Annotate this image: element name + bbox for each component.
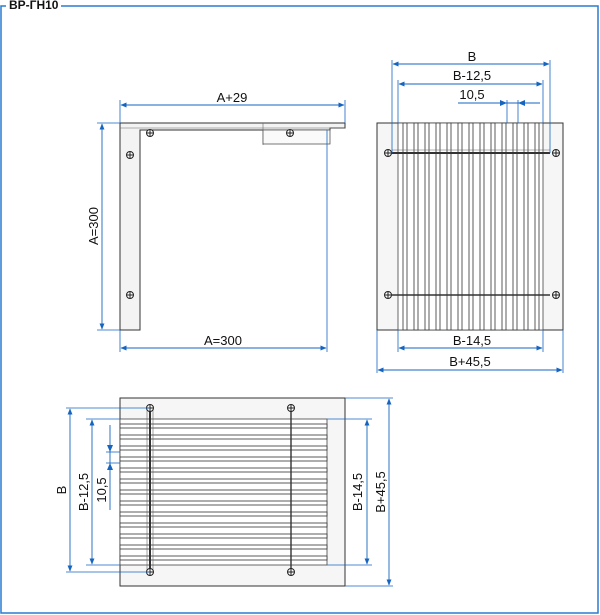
plan-blade [119,544,328,550]
front-blade [468,122,474,331]
plan-blade [119,478,328,484]
plan-blade [119,467,328,473]
front-blade [523,122,529,331]
sheet-border [0,5,599,614]
plan-dim-label-b-plus-45-5: B+45,5 [373,471,388,513]
front-blade [457,122,463,331]
dim-label-a-left: A=300 [86,207,101,245]
screw-icon [287,404,295,412]
screw-icon [384,149,392,157]
side-profile-outline [119,122,346,331]
plan-blade [119,456,328,462]
front-blade [402,122,408,331]
screw-icon [126,151,134,159]
plan-blade [119,434,328,440]
screw-icon [552,149,560,157]
front-blade [424,122,430,331]
screw-icon [287,568,295,576]
plan-blade [119,522,328,528]
plan-view: B B-12,5 10,5 B-14,5 B+45,5 [54,397,393,587]
dim-label-b-minus-12-5: B-12,5 [453,68,491,83]
front-blade [479,122,485,331]
plan-blade [119,511,328,517]
front-blade [435,122,441,331]
dim-label-a-bottom: A=300 [204,333,242,348]
screw-icon [146,129,154,137]
plan-blade [119,533,328,539]
side-flange [262,129,331,145]
plan-blade [119,445,328,451]
plan-dim-label-b-minus-14-5: B-14,5 [350,473,365,511]
front-blade [534,122,540,331]
side-view: A+29 A=300 A=300 [86,90,346,352]
front-blade [413,122,419,331]
front-blade [490,122,496,331]
front-blade [501,122,507,331]
screw-icon [552,291,560,299]
drawing-title: ВР-ГН10 [6,0,62,12]
screw-icon [286,129,294,137]
front-blade [512,122,518,331]
plan-dim-label-b: B [54,486,69,495]
screw-icon [384,291,392,299]
dim-label-b-minus-14-5: B-14,5 [453,333,491,348]
plan-blade [119,500,328,506]
plan-blade [119,555,328,561]
dim-label-a-plus-29: A+29 [217,90,248,105]
plan-blade [119,489,328,495]
dim-label-10-5: 10,5 [459,87,484,102]
front-view: B B-12,5 10,5 B-14,5 B+45,5 [376,49,564,373]
dim-label-b-plus-45-5: B+45,5 [449,354,491,369]
plan-dim-label-b-minus-12-5: B-12,5 [76,473,91,511]
plan-dim-label-10-5: 10,5 [94,477,109,502]
front-blade [446,122,452,331]
plan-blades [119,423,328,561]
screw-icon [126,291,134,299]
plan-blade [119,423,328,429]
dim-label-b: B [468,49,477,64]
front-blades [402,122,540,331]
